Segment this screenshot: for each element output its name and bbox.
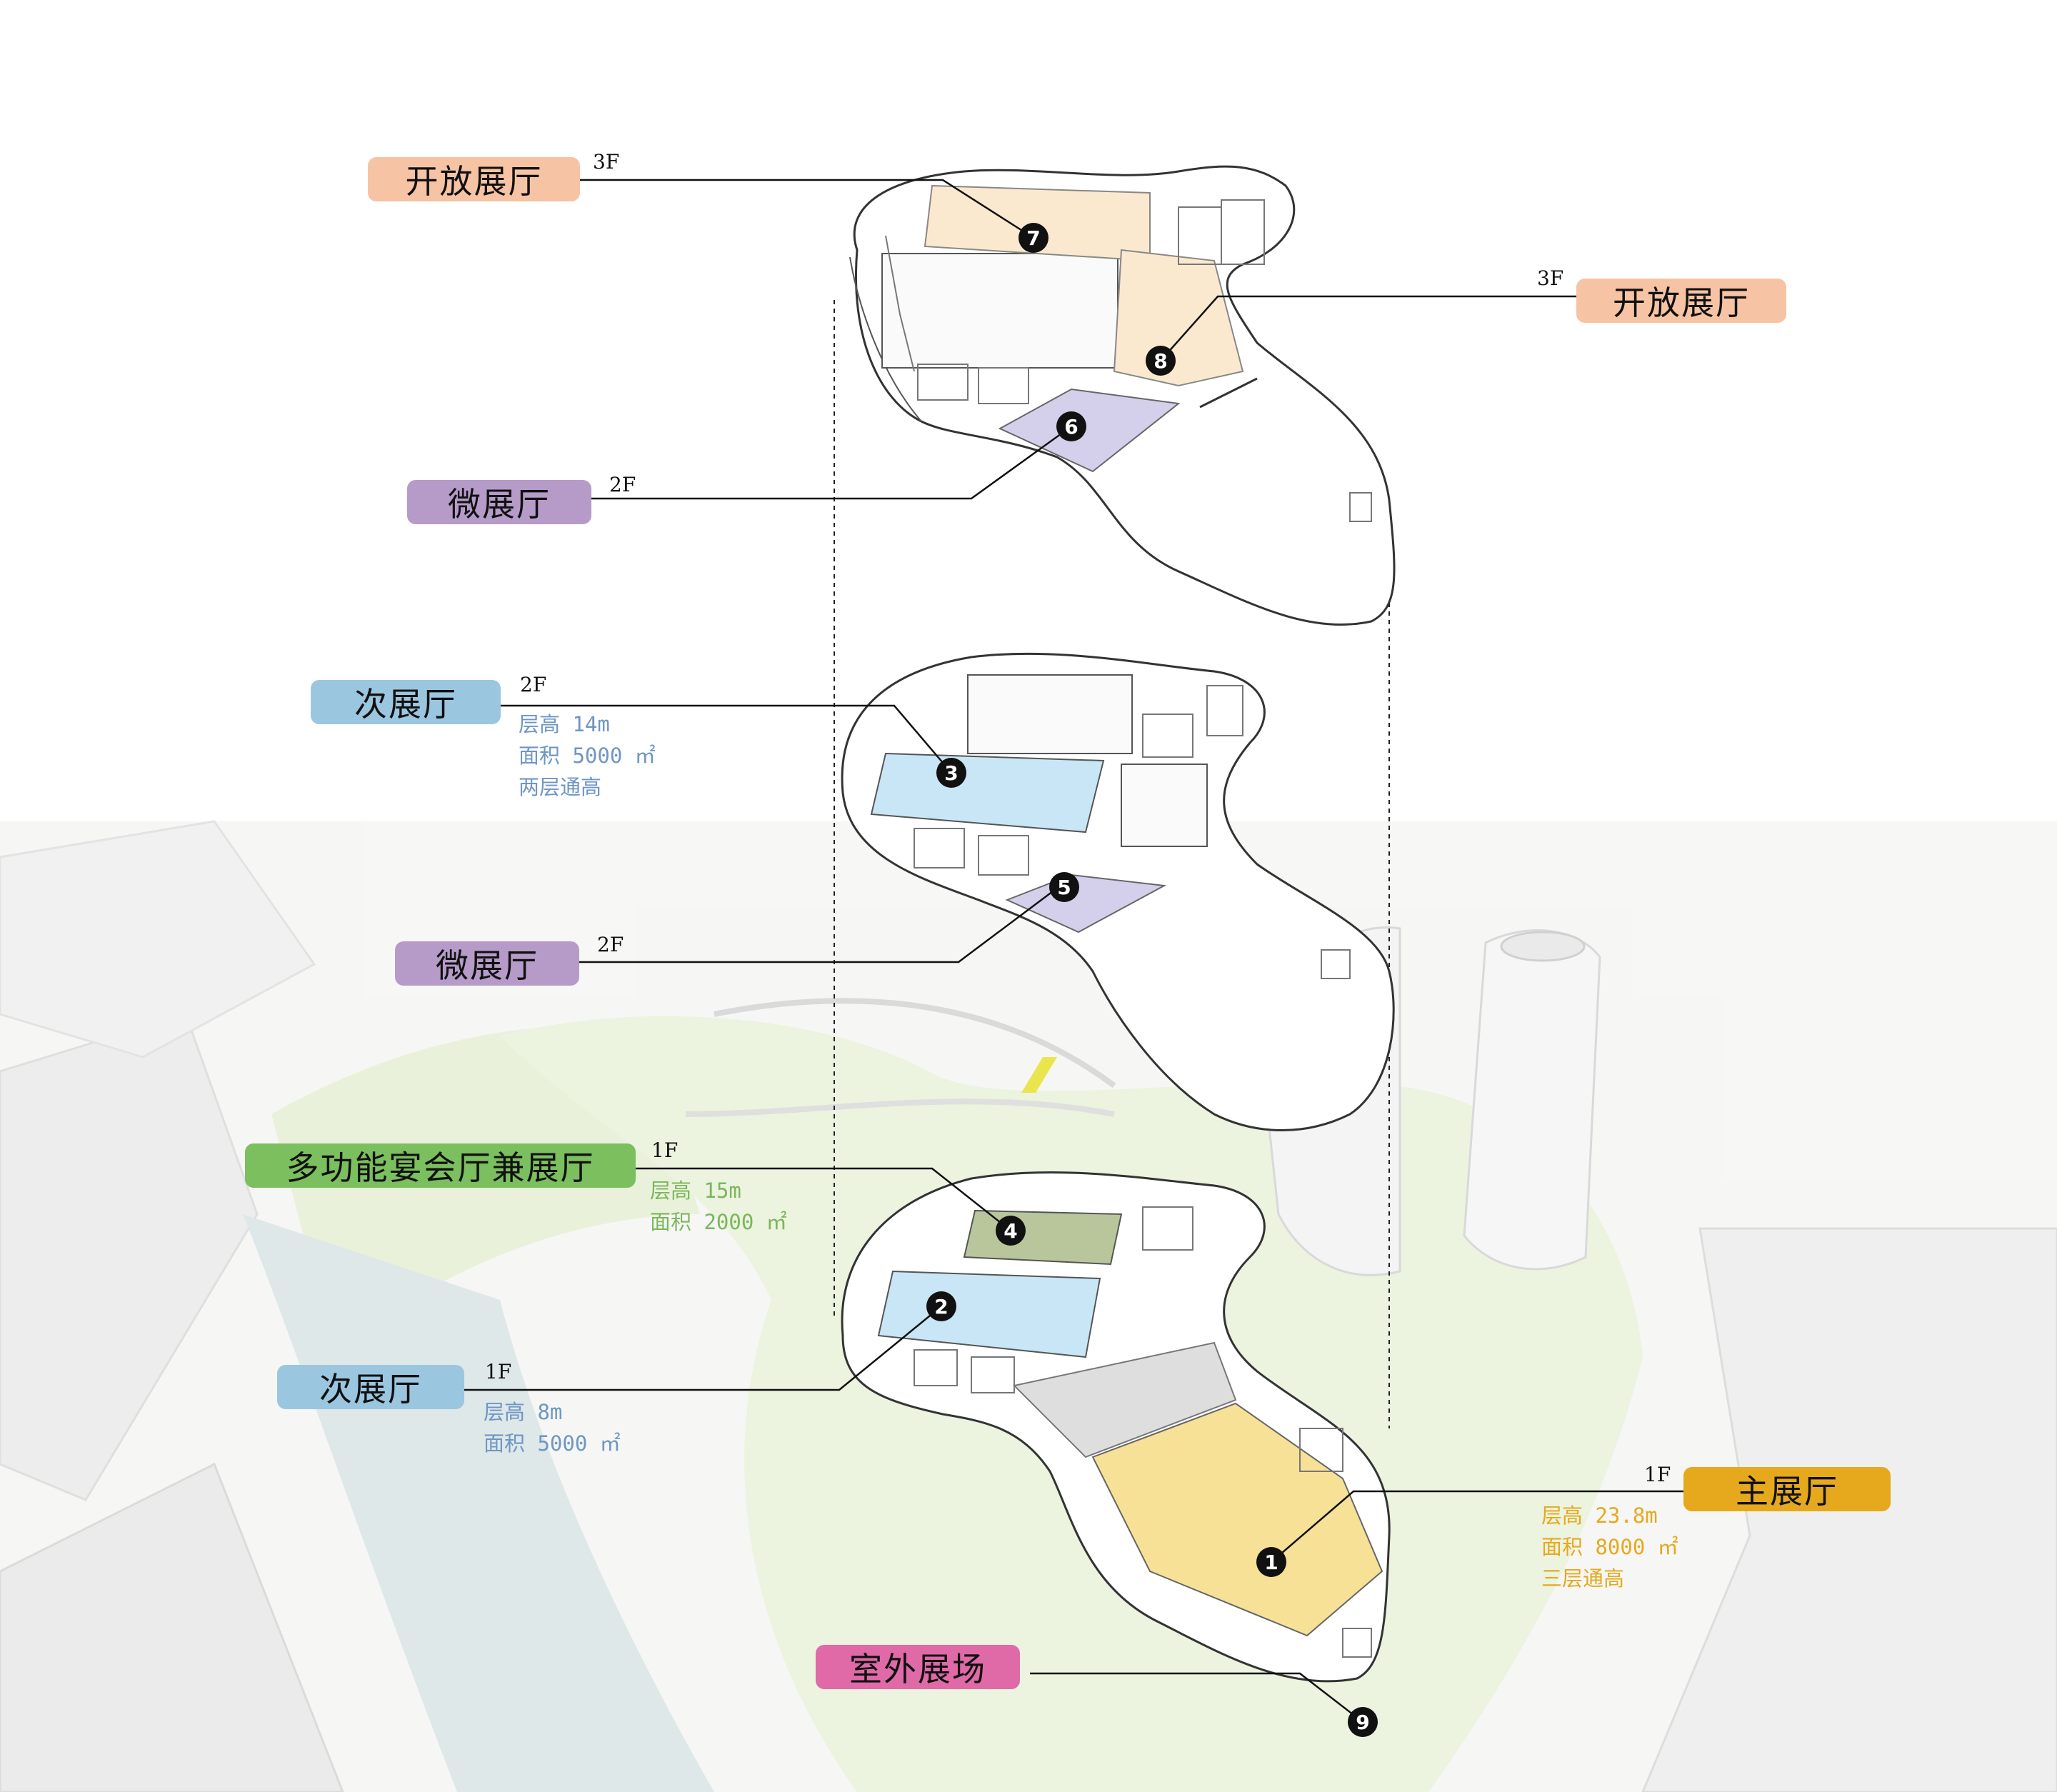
marker-8: 8 (1146, 346, 1176, 376)
info-area: 面积 8000 ㎡ (1541, 1535, 1678, 1559)
floor-label-1f-main: 1F (1644, 1463, 1671, 1486)
info-banquet-hall: 层高 15m 面积 2000 ㎡ (650, 1175, 787, 1238)
hall-3-area (870, 752, 1105, 834)
floor-label-2f-lower: 2F (597, 933, 624, 956)
floor-label-2f-secondary: 2F (520, 673, 547, 696)
hall-2-area (877, 1270, 1101, 1358)
svg-text:5: 5 (1057, 876, 1071, 899)
floor-label-1f-banquet: 1F (651, 1138, 679, 1162)
hall-6-area (998, 388, 1181, 473)
label-outdoor-field: 室外展场 (816, 1645, 1020, 1689)
info-height: 层高 14m (519, 712, 610, 736)
info-secondary-hall-1f: 层高 8m 面积 5000 ㎡ (484, 1396, 621, 1459)
info-note: 两层通高 (519, 775, 602, 799)
label-secondary-hall-1f: 次展厅 (277, 1365, 464, 1409)
floor-label-3f-right: 3F (1537, 266, 1564, 290)
floor-label-2f-upper: 2F (609, 473, 636, 496)
label-open-hall-right: 开放展厅 (1576, 279, 1786, 323)
info-area: 面积 5000 ㎡ (519, 744, 656, 768)
label-main-hall: 主展厅 (1683, 1467, 1891, 1511)
floor-plate-2f (841, 652, 1395, 1131)
svg-text:6: 6 (1064, 415, 1078, 439)
number-markers: 7 8 6 3 5 4 2 1 9 (926, 223, 1378, 1737)
leader-lines (464, 179, 1686, 1723)
info-note: 三层通高 (1541, 1566, 1625, 1591)
info-height: 层高 15m (650, 1178, 741, 1203)
marker-7: 7 (1019, 223, 1048, 253)
svg-text:7: 7 (1026, 226, 1040, 250)
label-open-hall-left: 开放展厅 (368, 157, 580, 201)
floor-label-3f-left: 3F (593, 150, 620, 174)
marker-6: 6 (1056, 411, 1086, 441)
info-height: 层高 23.8m (1541, 1503, 1658, 1528)
marker-3: 3 (936, 758, 966, 788)
info-area: 面积 2000 ㎡ (650, 1210, 787, 1234)
floor-label-1f-secondary: 1F (485, 1360, 512, 1383)
svg-text:4: 4 (1004, 1219, 1017, 1243)
label-banquet-hall: 多功能宴会厅兼展厅 (245, 1143, 636, 1188)
info-main-hall: 层高 23.8m 面积 8000 ㎡ 三层通高 (1541, 1500, 1678, 1594)
guide-lines (834, 300, 1390, 1428)
floor-plate-3f (849, 165, 1396, 626)
hall-4-area (963, 1209, 1123, 1266)
marker-5: 5 (1049, 872, 1079, 902)
marker-4: 4 (996, 1216, 1026, 1246)
marker-9: 9 (1348, 1707, 1378, 1737)
hall-1-area (1091, 1402, 1383, 1637)
svg-text:8: 8 (1153, 349, 1167, 373)
svg-text:2: 2 (934, 1295, 948, 1318)
floor-plate-1f (841, 1171, 1391, 1683)
hall-8-area (1113, 249, 1244, 387)
marker-1: 1 (1256, 1547, 1286, 1577)
info-area: 面积 5000 ㎡ (484, 1431, 621, 1456)
label-micro-hall-upper: 微展厅 (407, 480, 591, 524)
label-secondary-hall-2f: 次展厅 (311, 680, 501, 724)
svg-text:3: 3 (944, 761, 958, 785)
svg-text:1: 1 (1264, 1551, 1278, 1574)
marker-2: 2 (926, 1291, 956, 1321)
info-height: 层高 8m (484, 1400, 563, 1424)
info-secondary-hall-2f: 层高 14m 面积 5000 ㎡ 两层通高 (519, 709, 656, 803)
svg-text:9: 9 (1356, 1711, 1369, 1734)
label-micro-hall-lower: 微展厅 (395, 941, 579, 986)
